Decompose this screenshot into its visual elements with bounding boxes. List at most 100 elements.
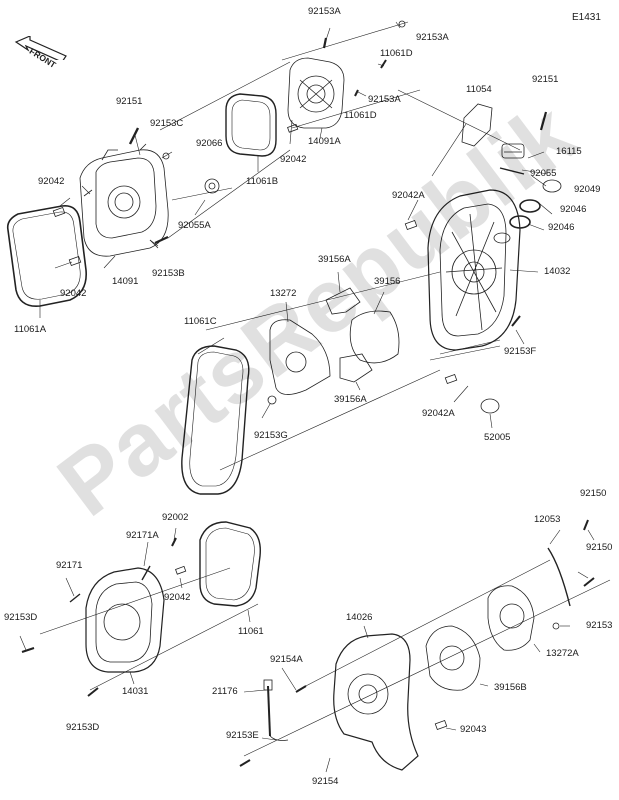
part-label: 13272 bbox=[270, 288, 297, 299]
part-label: 92150 bbox=[586, 542, 613, 553]
part-label: 92171A bbox=[126, 530, 159, 541]
part-label: 14091A bbox=[308, 136, 341, 147]
part-label: 92055A bbox=[178, 220, 211, 231]
part-label: 12053 bbox=[534, 514, 561, 525]
part-label: 92153 bbox=[586, 620, 613, 631]
part-label: 11061D bbox=[380, 48, 413, 59]
bolt-92151-r bbox=[539, 111, 548, 131]
part-label: 92049 bbox=[574, 184, 601, 195]
part-label: 16115 bbox=[556, 146, 582, 157]
part-label: 39156A bbox=[318, 254, 351, 265]
bolt-92153a-top bbox=[322, 37, 328, 49]
part-label: 11061 bbox=[238, 626, 264, 637]
part-label: 92151 bbox=[116, 96, 143, 107]
bolt-92151-l bbox=[128, 127, 140, 145]
part-label: 92153F bbox=[504, 346, 537, 357]
part-label: 92150 bbox=[580, 488, 607, 499]
bolt-11061d-top bbox=[380, 59, 387, 69]
part-label: 92046 bbox=[548, 222, 575, 233]
bolt-92153b bbox=[154, 236, 169, 244]
part-label: 92153A bbox=[308, 6, 341, 17]
part-label: 21176 bbox=[212, 686, 238, 697]
dowel-92042-b bbox=[68, 255, 82, 267]
dowel-92042-c bbox=[287, 123, 299, 133]
dowel-92042a-b bbox=[444, 373, 458, 385]
part-label: 92151 bbox=[532, 74, 559, 85]
part-label: 52005 bbox=[484, 432, 511, 443]
oring-92046-a bbox=[519, 199, 541, 213]
rubber-39156 bbox=[349, 310, 400, 364]
part-label: 92043 bbox=[460, 724, 487, 735]
bolt-92153g bbox=[267, 395, 277, 405]
part-label: 92171 bbox=[56, 560, 83, 571]
bolt-92002 bbox=[171, 537, 177, 547]
cover-14091a bbox=[287, 57, 345, 129]
bolt-92150-t bbox=[583, 519, 589, 531]
part-label: 92153G bbox=[254, 430, 288, 441]
part-label: 14032 bbox=[544, 266, 571, 277]
part-label: 39156A bbox=[334, 394, 367, 405]
part-label: 11061A bbox=[14, 324, 47, 335]
bolt-92153a-m bbox=[354, 89, 359, 97]
part-label: 14026 bbox=[346, 612, 373, 623]
rubber-39156a-b bbox=[339, 353, 373, 383]
plate-13272 bbox=[269, 319, 331, 395]
part-label: 92042A bbox=[422, 408, 455, 419]
part-label: 92153A bbox=[368, 94, 401, 105]
bracket-11054 bbox=[461, 103, 493, 147]
part-label: 92153B bbox=[152, 268, 185, 279]
part-label: 92153E bbox=[226, 730, 259, 741]
oil-seal-92066 bbox=[204, 178, 220, 194]
part-label: 11061D bbox=[344, 110, 377, 121]
sensor-21176 bbox=[263, 679, 289, 741]
gasket-11061a bbox=[6, 205, 87, 307]
bolt-92153f bbox=[511, 315, 521, 327]
cover-14091 bbox=[79, 143, 169, 257]
part-label: 92046 bbox=[560, 204, 587, 215]
gasket-11061b bbox=[225, 93, 277, 157]
gasket-11061 bbox=[199, 521, 261, 607]
part-label: 11061B bbox=[246, 176, 279, 187]
clamp-92171a bbox=[141, 565, 151, 581]
dowel-92042-a bbox=[52, 206, 66, 218]
plate-39156b bbox=[425, 625, 481, 691]
diagram-reference: E1431 bbox=[572, 12, 601, 23]
rubber-39156a-t bbox=[325, 287, 361, 315]
part-label: 92055 bbox=[530, 168, 557, 179]
washer-92049 bbox=[542, 179, 562, 193]
bolt-92150-m bbox=[583, 577, 595, 587]
cover-14026 bbox=[333, 633, 419, 771]
bolt-92153d-t bbox=[21, 647, 35, 653]
part-label: 11061C bbox=[184, 316, 217, 327]
dowel-92043 bbox=[434, 719, 448, 731]
oring-92046-b bbox=[509, 215, 531, 229]
part-label: 39156 bbox=[374, 276, 401, 287]
bolt-92154 bbox=[239, 759, 251, 767]
plug-92046-c bbox=[493, 232, 511, 244]
bolt-92153d-b bbox=[87, 687, 99, 697]
part-label: 92042 bbox=[38, 176, 65, 187]
part-label: 39156B bbox=[494, 682, 527, 693]
part-label: 13272A bbox=[546, 648, 579, 659]
oil-level-gauge-52005 bbox=[480, 398, 500, 414]
part-label: 14091 bbox=[112, 276, 139, 287]
part-label: 92042 bbox=[164, 592, 191, 603]
part-label: 14031 bbox=[122, 686, 149, 697]
part-label: 11054 bbox=[466, 84, 492, 95]
part-label: 92066 bbox=[196, 138, 223, 149]
bolt-92153 bbox=[552, 622, 560, 630]
oring-92055 bbox=[499, 167, 525, 175]
generator-cover-14031 bbox=[85, 567, 165, 673]
part-label: 92153D bbox=[4, 612, 38, 623]
clutch-cover-14032 bbox=[427, 189, 521, 351]
part-label: 92153C bbox=[150, 118, 184, 129]
part-label: 92042A bbox=[392, 190, 425, 201]
bolt-92153c bbox=[162, 152, 170, 160]
part-label: 92042 bbox=[280, 154, 307, 165]
leaders-upper-left bbox=[39, 61, 291, 318]
part-label: 92002 bbox=[162, 512, 189, 523]
bracket-12053 bbox=[547, 547, 571, 607]
plate-13272a bbox=[487, 585, 535, 651]
part-label: 92154 bbox=[312, 776, 339, 787]
